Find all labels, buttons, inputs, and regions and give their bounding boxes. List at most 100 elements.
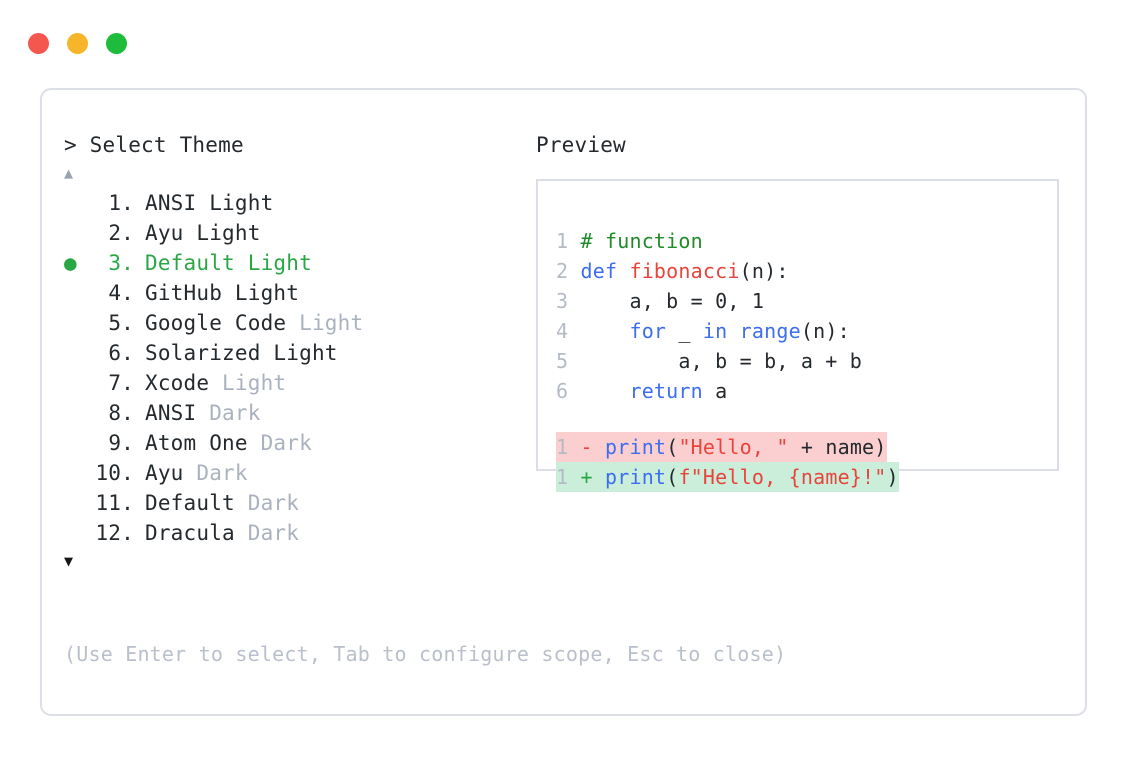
window-titlebar [0,0,1129,88]
theme-item-name: ANSI Light [145,191,274,215]
line-number: 4 [556,319,581,343]
keyboard-hint: (Use Enter to select, Tab to configure s… [64,642,787,666]
code-token: a, b = 0, 1 [580,289,765,313]
theme-item-variant: Dark [234,521,300,545]
theme-selector-panel: > Select Theme ▲ 1. ANSI Light 2. Ayu Ligh… [40,88,1087,716]
theme-item-number: 2. [108,221,134,245]
theme-item-number: 7. [108,371,134,395]
theme-list-item[interactable]: 12. Dracula Dark [64,518,534,548]
theme-item-variant: Dark [183,461,248,485]
code-token: return [629,379,703,403]
line-number: 2 [556,259,581,283]
code-line: 2 def fibonacci(n): [556,256,789,286]
code-token: f"Hello, {name}!" [678,465,887,489]
theme-item-name: Ayu [145,461,184,485]
theme-item-number: 11. [95,491,134,515]
theme-item-number: 5. [108,311,134,335]
theme-list[interactable]: 1. ANSI Light 2. Ayu Light ●3.Default Light… [64,188,534,548]
scroll-up-indicator-icon[interactable]: ▲ [64,164,74,182]
bullet-placeholder [64,488,90,518]
code-token: fibonacci [629,259,740,283]
theme-list-item[interactable]: 11. Default Dark [64,488,534,518]
diff-minus-sign: - [580,435,605,459]
theme-selection-column: > Select Theme ▲ 1. ANSI Light 2. Ayu Ligh… [64,130,534,574]
code-token: print [604,465,667,489]
scroll-down-indicator-icon[interactable]: ▼ [64,552,74,570]
code-token: (n): [800,319,850,343]
theme-list-item[interactable]: 5.Google Code Light [64,308,534,338]
theme-item-name: Solarized Light [145,341,338,365]
theme-item-name: Dracula [145,521,235,545]
bullet-placeholder [64,518,90,548]
code-token: ) [886,465,899,489]
theme-list-item[interactable]: 7.Xcode Light [64,368,534,398]
code-line: 6 return a [556,376,727,406]
bullet-placeholder [64,338,90,368]
code-token: + name) [788,435,887,459]
theme-list-item[interactable]: 2. Ayu Light [64,218,534,248]
line-number: 1 [556,435,581,459]
theme-item-variant: Light [209,371,287,395]
bullet-placeholder [64,368,90,398]
code-token [580,319,629,343]
theme-list-item[interactable]: 4.GitHub Light [64,278,534,308]
theme-list-item[interactable]: 9.Atom One Dark [64,428,534,458]
bullet-placeholder [64,308,90,338]
theme-item-number: 8. [108,401,134,425]
code-token: ( [666,465,679,489]
bullet-placeholder [64,278,90,308]
close-window-button[interactable] [28,33,49,54]
bullet-placeholder [64,458,90,488]
minimize-window-button[interactable] [67,33,88,54]
code-token [580,379,629,403]
code-line: 5 a, b = b, a + b [556,346,862,376]
theme-item-number: 1. [108,191,134,215]
maximize-window-button[interactable] [106,33,127,54]
code-line: 3 a, b = 0, 1 [556,286,764,316]
code-line: 1 # function [556,226,703,256]
code-token: print [604,435,667,459]
theme-item-name: GitHub Light [145,281,300,305]
preview-title: Preview [536,133,626,157]
theme-item-name: Atom One [145,431,248,455]
theme-list-item[interactable]: 6. Solarized Light [64,338,534,368]
diff-sample: 1 - print("Hello, " + name)1 + print(f"H… [556,432,899,492]
line-number: 6 [556,379,581,403]
theme-list-item[interactable]: 1. ANSI Light [64,188,534,218]
code-token: (n): [739,259,789,283]
code-token: a [702,379,728,403]
bullet-placeholder [64,188,90,218]
theme-item-number: 6. [108,341,134,365]
theme-item-name: Ayu Light [145,221,261,245]
code-line: 4 for _ in range(n): [556,316,850,346]
theme-item-number: 10. [95,461,134,485]
line-number: 1 [556,229,581,253]
bullet-placeholder [64,398,90,428]
code-token: a, b = b, a + b [580,349,863,373]
code-token: def [580,259,630,283]
line-number: 3 [556,289,581,313]
theme-item-name: Default [145,491,235,515]
diff-line-removed: 1 - print("Hello, " + name) [556,432,887,462]
theme-item-number: 12. [95,521,134,545]
theme-item-variant: Dark [247,431,312,455]
diff-line-added: 1 + print(f"Hello, {name}!") [556,462,899,492]
code-token: _ [666,319,703,343]
diff-plus-sign: + [580,465,605,489]
code-token: ( [666,435,679,459]
theme-item-variant: Dark [196,401,261,425]
code-token: in range [702,319,801,343]
theme-list-item[interactable]: ●3.Default Light [64,248,534,278]
theme-list-item[interactable]: 8. ANSI Dark [64,398,534,428]
theme-list-item[interactable]: 10. Ayu Dark [64,458,534,488]
line-number: 5 [556,349,581,373]
page-title: > Select Theme [64,133,244,157]
selected-bullet-icon: ● [64,251,77,275]
theme-item-variant: Dark [234,491,300,515]
bullet-placeholder [64,218,90,248]
theme-item-name: Google Code [145,311,287,335]
theme-item-name: ANSI [145,401,197,425]
